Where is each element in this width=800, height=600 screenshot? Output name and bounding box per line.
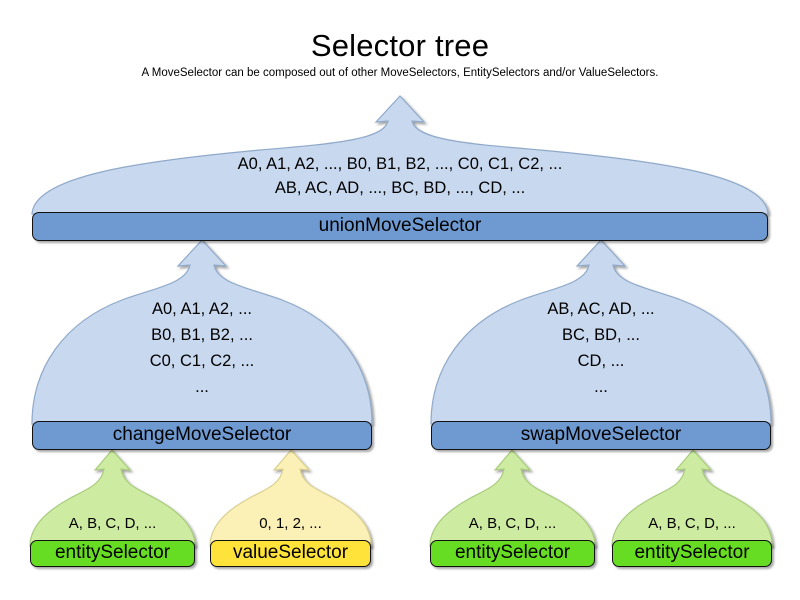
- node-union-move-selector[interactable]: unionMoveSelector: [32, 212, 768, 241]
- node-value-selector-1[interactable]: valueSelector: [210, 540, 371, 567]
- node-entity-selector-3[interactable]: entitySelector: [612, 540, 772, 567]
- page-subtitle: A MoveSelector can be composed out of ot…: [141, 67, 659, 79]
- dome-swap-move-selector: [430, 239, 772, 425]
- node-swap-move-selector[interactable]: swapMoveSelector: [431, 421, 771, 450]
- dome-union-move-selector: [31, 95, 769, 215]
- dome-value-selector-1: [209, 449, 372, 547]
- node-change-move-selector[interactable]: changeMoveSelector: [32, 421, 372, 450]
- dome-entity-selector-3: [611, 449, 773, 547]
- dome-change-move-selector: [31, 239, 373, 425]
- node-entity-selector-2[interactable]: entitySelector: [430, 540, 595, 567]
- node-entity-selector-1[interactable]: entitySelector: [30, 540, 195, 567]
- dome-entity-selector-2: [429, 449, 596, 547]
- dome-entity-selector-1: [29, 449, 196, 547]
- page-title: Selector tree: [310, 28, 490, 63]
